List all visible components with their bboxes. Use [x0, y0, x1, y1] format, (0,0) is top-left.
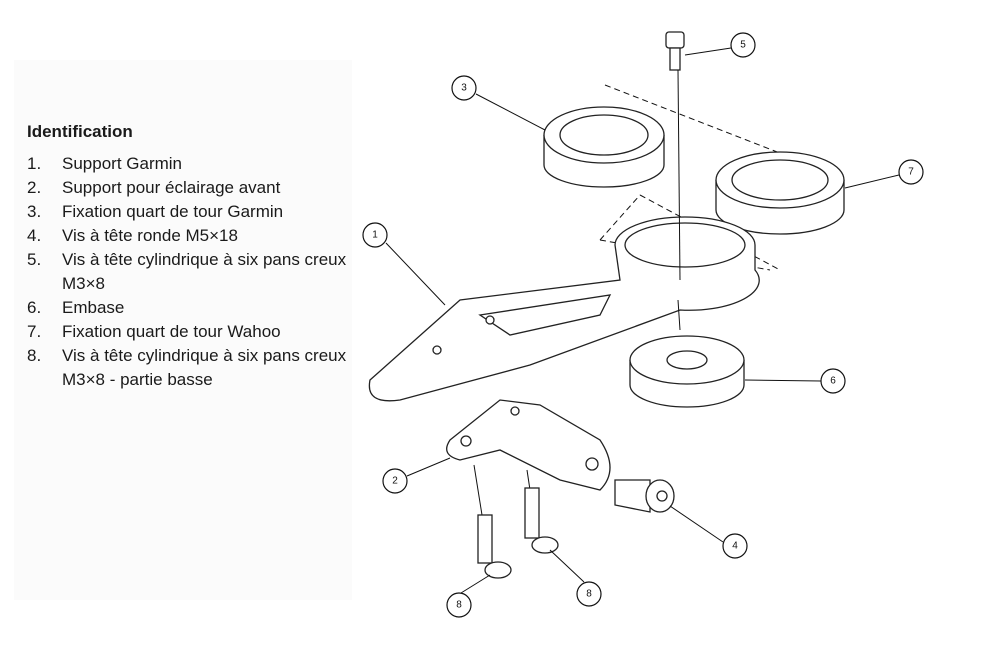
base: [629, 335, 745, 408]
list-item: 4.Vis à tête ronde M5×18: [27, 226, 238, 245]
list-item: 8.Vis à tête cylindrique à six pans creu…: [27, 346, 347, 389]
wahoo-quarter-turn-mount: [715, 151, 845, 235]
svg-text:8: 8: [586, 589, 592, 600]
callout-3: 3: [451, 75, 477, 101]
svg-text:8: 8: [456, 600, 462, 611]
assembly-guide-lines: [599, 84, 786, 271]
list-item: 1.Support Garmin: [27, 154, 182, 173]
garmin-quarter-turn-mount: [543, 106, 665, 188]
parts-list: 1.Support Garmin 2.Support pour éclairag…: [27, 152, 347, 392]
hex-socket-screw-top: [665, 31, 685, 281]
hex-socket-screw-bottom-2: [524, 469, 559, 554]
callout-8b: 8: [576, 581, 602, 607]
svg-text:2: 2: [392, 476, 398, 487]
callout-8a: 8: [446, 592, 472, 618]
svg-text:1: 1: [372, 230, 378, 241]
callout-2: 2: [382, 468, 408, 494]
legend-title: Identification: [27, 122, 133, 141]
garmin-support: [368, 216, 760, 402]
callout-4: 4: [722, 533, 748, 559]
list-item: 2.Support pour éclairage avant: [27, 178, 281, 197]
list-item: 5.Vis à tête cylindrique à six pans creu…: [27, 250, 347, 293]
callout-7: 7: [898, 159, 924, 185]
list-item: 3.Fixation quart de tour Garmin: [27, 202, 284, 221]
leader-lines: [385, 47, 900, 594]
hex-socket-screw-bottom-1: [473, 464, 512, 579]
svg-text:4: 4: [732, 541, 738, 552]
callout-6: 6: [820, 368, 846, 394]
svg-text:3: 3: [461, 83, 467, 94]
svg-text:7: 7: [908, 167, 914, 178]
list-item: 6.Embase: [27, 298, 125, 317]
legend-panel: [14, 60, 352, 600]
round-head-screw: [614, 479, 675, 513]
front-light-support: [446, 399, 611, 491]
svg-text:6: 6: [830, 376, 836, 387]
callout-1: 1: [362, 222, 388, 248]
callouts: 1 2 3 4 5 6 7 8 8: [362, 32, 924, 618]
list-item: 7.Fixation quart de tour Wahoo: [27, 322, 281, 341]
svg-text:5: 5: [740, 40, 746, 51]
callout-5: 5: [730, 32, 756, 58]
